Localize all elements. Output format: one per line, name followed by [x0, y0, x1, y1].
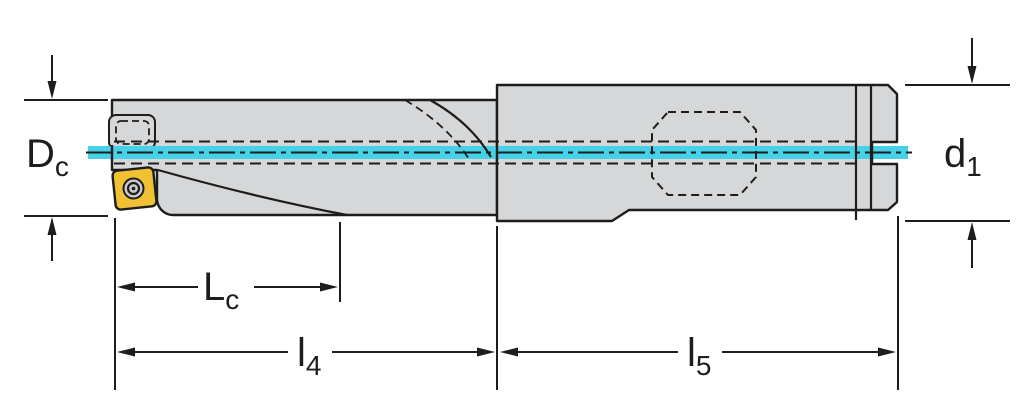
lc-arrowhead-right: [320, 282, 338, 292]
label-lc-sub: c: [225, 284, 239, 315]
label-dc: Dc: [26, 132, 69, 182]
label-lc: Lc: [203, 265, 239, 315]
label-l5-main: l: [687, 331, 696, 375]
l4-arrowhead-right: [477, 347, 495, 357]
top-insert-hidden: [115, 120, 150, 145]
d1-arrowhead-top: [967, 66, 977, 84]
label-d1-main: d: [944, 132, 966, 176]
insert-screw-ring: [126, 181, 141, 196]
linework: [24, 38, 1010, 390]
l5-arrowhead-left: [500, 347, 518, 357]
label-lc-main: L: [203, 265, 225, 309]
l4-arrowhead-left: [117, 347, 135, 357]
dimension-lc: [114, 218, 341, 390]
label-d1: d1: [944, 132, 982, 182]
l5-arrowhead-right: [878, 347, 896, 357]
dimension-d1: [905, 38, 1010, 268]
label-l4-main: l: [297, 331, 306, 375]
shank-hidden-flat: [651, 111, 757, 196]
label-l4-sub: 4: [306, 350, 322, 381]
dimension-l4: [117, 226, 498, 390]
lc-arrowhead-left: [117, 282, 135, 292]
label-l4: l4: [297, 331, 321, 381]
dimension-l5: [500, 216, 899, 390]
label-dc-main: D: [26, 132, 55, 176]
dc-arrowhead-top: [47, 81, 57, 99]
d1-arrowhead-bottom: [967, 222, 977, 240]
insert-screw-center: [131, 186, 136, 191]
label-l5: l5: [687, 331, 711, 381]
label-dc-sub: c: [55, 151, 69, 182]
dc-arrowhead-bottom: [47, 217, 57, 235]
dimension-labels: Dc d1 Lc l4 l5: [26, 132, 982, 381]
flute-runout-curve: [429, 99, 492, 158]
dimension-dc: [24, 55, 108, 261]
label-l5-sub: 5: [696, 350, 712, 381]
label-d1-sub: 1: [966, 151, 982, 182]
flute-edge-line: [157, 168, 348, 217]
